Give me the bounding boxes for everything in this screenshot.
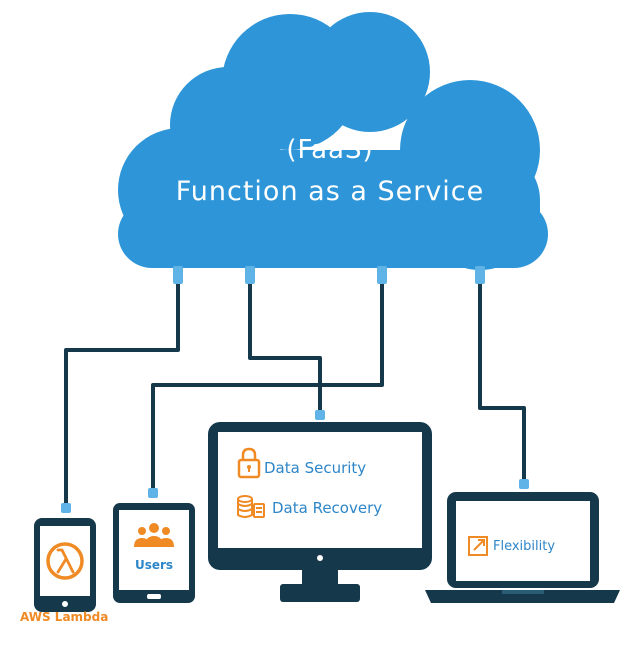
line-to-laptop	[478, 272, 526, 487]
monitor-item-data-security: Data Security	[264, 459, 367, 477]
phone-caption: AWS Lambda	[20, 610, 109, 624]
phone-device	[34, 518, 96, 612]
laptop-label: Flexibility	[493, 539, 556, 554]
tablet-label: Users	[134, 558, 174, 572]
cloud-title: Function as a Service	[175, 176, 485, 207]
laptop-device	[425, 492, 620, 603]
expand-icon	[468, 536, 488, 556]
data-recovery-icon	[237, 495, 265, 518]
lambda-icon	[46, 542, 84, 580]
monitor-device	[208, 422, 432, 602]
connection-lines	[64, 272, 526, 512]
line-to-phone	[64, 272, 180, 512]
line-to-monitor	[248, 272, 322, 418]
lock-icon	[237, 447, 261, 479]
cloud-connectors	[61, 266, 529, 513]
monitor-item-data-recovery: Data Recovery	[272, 499, 383, 517]
tablet-device	[113, 503, 195, 603]
users-icon	[134, 523, 174, 547]
cloud-shape	[118, 12, 548, 270]
cloud-subtitle: (FaaS)	[286, 135, 374, 165]
line-to-tablet	[151, 272, 384, 497]
